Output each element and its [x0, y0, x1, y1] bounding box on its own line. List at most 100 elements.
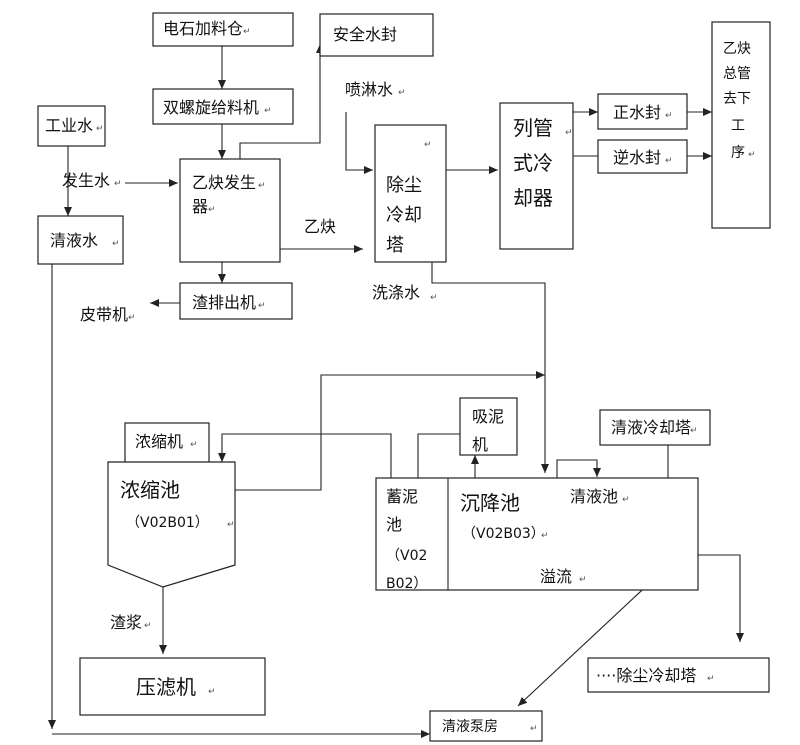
overflow-to-pump-arrow — [517, 577, 656, 707]
acetylene-out-label-2: 总管 — [723, 66, 751, 82]
washing-water-label: 洗涤水 — [372, 283, 420, 302]
svg-text:↵: ↵ — [128, 313, 136, 323]
svg-text:↵: ↵ — [622, 495, 630, 505]
slag-discharger-box — [179, 282, 293, 320]
acetylene-label: 乙炔 — [304, 217, 336, 236]
svg-text:↵: ↵ — [264, 106, 272, 116]
tubular-cooler-label-2: 式冷 — [513, 151, 553, 175]
suction-pump-box — [459, 397, 518, 456]
acetylene-out-label-3: 去下 — [723, 91, 751, 107]
forward-water-seal-label: 正水封 — [613, 103, 661, 122]
belt-conveyor-label: 皮带机 — [80, 305, 128, 324]
clear-liquid-pump-house-label: 清液泵房 — [442, 719, 498, 735]
svg-text:↵: ↵ — [258, 301, 266, 311]
svg-text:↵: ↵ — [398, 88, 406, 98]
svg-text:↵: ↵ — [579, 575, 587, 585]
washing-water-to-settling-arrow — [431, 262, 549, 473]
acetylene-out-box — [711, 21, 771, 229]
thickening-tank-shape — [107, 461, 236, 588]
safety-water-seal-label: 安全水封 — [333, 25, 397, 44]
sludge-storage-label-1: 蓄泥 — [386, 487, 418, 506]
slag-discharger-label: 渣排出机 — [192, 293, 256, 312]
dust-cooling-tower-dest-label: ····除尘冷却塔 — [596, 666, 696, 685]
suction-pump-label-1: 吸泥 — [472, 407, 504, 426]
calcium-carbide-bin-label: 电石加料仓 — [163, 19, 243, 38]
svg-text:↵: ↵ — [665, 156, 673, 166]
acetylene-generator-box — [179, 158, 281, 263]
clear-liquid-cooling-tower-label: 清液冷却塔 — [611, 418, 691, 437]
svg-text:↵: ↵ — [112, 239, 120, 249]
safety-water-seal-box — [319, 13, 434, 57]
dust-cooling-tower-label-3: 塔 — [386, 235, 404, 256]
spray-water-label: 喷淋水 — [345, 80, 393, 99]
svg-text:↵: ↵ — [208, 687, 216, 697]
svg-text:↵: ↵ — [258, 181, 266, 191]
tubular-cooler-box — [499, 102, 574, 250]
tubular-cooler-label-3: 却器 — [513, 186, 553, 210]
svg-text:↵: ↵ — [748, 150, 756, 160]
svg-text:↵: ↵ — [227, 520, 235, 530]
acetylene-out-label-1: 乙炔 — [723, 41, 751, 57]
node-boxes — [37, 12, 771, 742]
clear-liquid-pump-house-box — [429, 710, 543, 742]
calcium-carbide-bin-box — [152, 12, 294, 47]
svg-text:↵: ↵ — [530, 724, 538, 734]
suction-pump-label-2: 机 — [472, 435, 488, 454]
svg-text:↵: ↵ — [430, 293, 438, 303]
svg-text:↵: ↵ — [208, 205, 216, 215]
settling-tank-label: 沉降池 — [460, 491, 520, 515]
svg-text:↵: ↵ — [690, 426, 698, 436]
clear-liquid-tank-label: 清液池 — [570, 487, 618, 506]
dust-cooling-tower-dest-box — [587, 657, 770, 693]
generator-to-safety-seal-arrow — [239, 44, 324, 159]
clear-liquid-cooling-tower-box — [599, 409, 711, 446]
svg-text:↵: ↵ — [565, 128, 573, 138]
generator-water-label: 发生水 — [62, 171, 110, 190]
node-labels: 电石加料仓 双螺旋给料机 安全水封 工业水 发生水 清液水 乙炔发生 器 渣排出… — [45, 19, 751, 735]
sludge-storage-label-2: 池 — [386, 515, 402, 534]
filter-press-label: 压滤机 — [136, 675, 196, 699]
industrial-water-box — [37, 105, 106, 147]
thickening-tank-code-label: （V02B01） — [126, 515, 209, 531]
clear-liquid-water-box — [37, 215, 124, 265]
svg-text:↵: ↵ — [190, 440, 198, 450]
reverse-water-seal-label: 逆水封 — [613, 148, 661, 167]
paragraph-marks: ↵ ↵ ↵ ↵ ↵ ↵ ↵ ↵ ↵ ↵ ↵ ↵ ↵ ↵ ↵ ↵ ↵ ↵ ↵ ↵ … — [96, 27, 756, 734]
clear-liquid-water-label: 清液水 — [50, 231, 98, 250]
filter-press-box — [79, 657, 266, 716]
svg-text:↵: ↵ — [707, 674, 715, 684]
industrial-water-label: 工业水 — [45, 116, 93, 135]
svg-text:↵: ↵ — [96, 124, 104, 134]
settling-system-box — [375, 477, 699, 591]
dust-cooling-tower-label-1: 除尘 — [386, 175, 422, 196]
svg-text:↵: ↵ — [114, 179, 122, 189]
thickener-to-settling-arrow — [222, 371, 545, 491]
svg-text:↵: ↵ — [144, 621, 152, 631]
thickener-label: 浓缩机 — [135, 432, 183, 451]
dust-cooling-tower-label-2: 冷却 — [386, 205, 422, 226]
dust-cooling-tower-box — [374, 124, 447, 263]
overflow-label: 溢流 — [540, 567, 572, 586]
slurry-label: 渣浆 — [110, 613, 142, 632]
acetylene-out-label-4: 工 — [731, 118, 745, 134]
spray-water-arrow — [345, 112, 373, 174]
tubular-cooler-label-1: 列管 — [513, 116, 553, 140]
svg-text:↵: ↵ — [665, 111, 673, 121]
svg-text:↵: ↵ — [243, 27, 251, 37]
twin-screw-feeder-label: 双螺旋给料机 — [163, 98, 259, 117]
acetylene-out-label-5: 序 — [731, 145, 745, 161]
acetylene-generator-label-line2: 器 — [192, 197, 208, 216]
cooling-tower-return-arrow — [556, 459, 601, 478]
sludge-to-thickener-arrow — [218, 433, 392, 478]
twin-screw-feeder-box — [152, 88, 294, 125]
settling-tank-code-label: （V02B03） — [462, 526, 545, 542]
svg-text:↵: ↵ — [424, 140, 432, 150]
svg-text:↵: ↵ — [541, 531, 549, 541]
acetylene-generator-label-line1: 乙炔发生 — [192, 173, 256, 192]
reverse-water-seal-box — [597, 139, 688, 174]
sludge-storage-label-4: B02） — [386, 576, 427, 592]
forward-water-seal-box — [597, 93, 688, 130]
thickening-tank-label: 浓缩池 — [120, 478, 180, 502]
sludge-storage-label-3: （V02 — [386, 548, 427, 564]
